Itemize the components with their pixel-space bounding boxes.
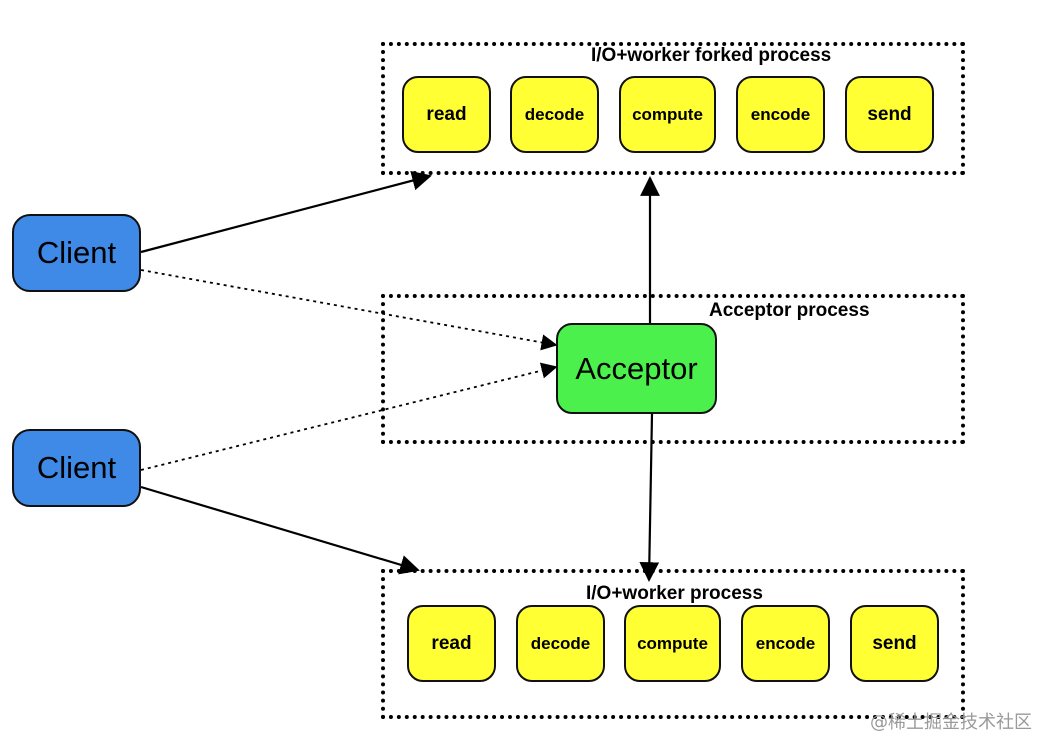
edge-client-2-to-acceptor xyxy=(140,362,558,471)
edge-client-2-to-worker-process xyxy=(140,485,420,575)
worker-process-title: I/O+worker process xyxy=(586,583,763,604)
worker-stage-encode: encode xyxy=(741,605,830,682)
forked-stage-send: send xyxy=(845,76,934,153)
worker-stage-read: read xyxy=(407,605,496,682)
acceptor-process-group xyxy=(381,294,965,444)
worker-stage-compute: compute xyxy=(624,605,721,682)
acceptor-process-title: Acceptor process xyxy=(709,300,870,321)
worker-stage-decode: decode xyxy=(516,605,605,682)
edge-client-1-to-forked-process xyxy=(140,170,432,254)
client-node-1: Client xyxy=(12,214,141,292)
forked-stage-decode: decode xyxy=(510,76,599,153)
forked-process-group xyxy=(381,42,965,175)
forked-stage-read: read xyxy=(402,76,491,153)
edge-client-1-to-acceptor xyxy=(140,269,558,351)
forked-stage-encode: encode xyxy=(736,76,825,153)
worker-stage-send: send xyxy=(850,605,939,682)
watermark: @稀土掘金技术社区 xyxy=(870,712,1032,733)
forked-process-title: I/O+worker forked process xyxy=(591,45,832,66)
acceptor-node: Acceptor xyxy=(556,323,717,414)
forked-stage-compute: compute xyxy=(619,76,716,153)
client-node-2: Client xyxy=(12,429,141,507)
worker-process-group xyxy=(381,569,965,719)
